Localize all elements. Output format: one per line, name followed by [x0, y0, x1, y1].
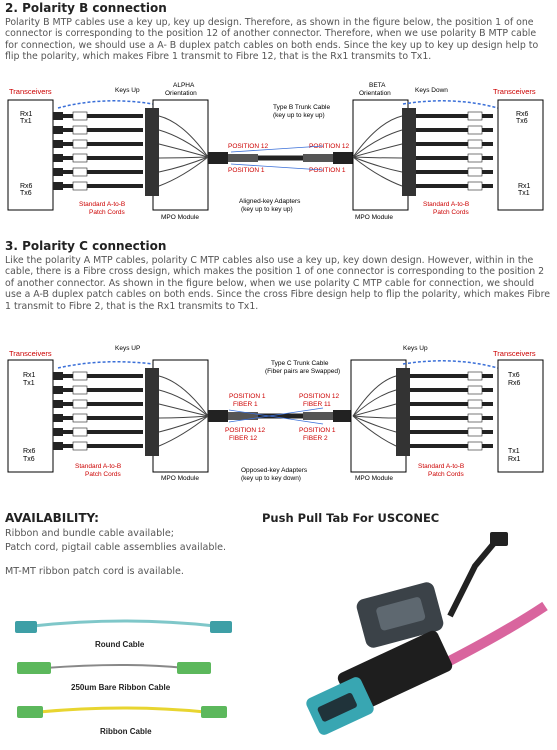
svg-text:Tx1: Tx1: [518, 190, 530, 197]
svg-text:FIBER 2: FIBER 2: [303, 435, 328, 442]
svg-text:Aligned-key Adapters: Aligned-key Adapters: [239, 198, 301, 205]
svg-text:FIBER 11: FIBER 11: [303, 401, 331, 408]
availability-line: Patch cord, pigtail cable assemblies ava…: [5, 542, 227, 553]
svg-text:Keys UP: Keys UP: [115, 345, 140, 352]
svg-text:POSITION 1: POSITION 1: [228, 167, 265, 174]
svg-text:ALPHA: ALPHA: [173, 82, 195, 89]
svg-text:Transceivers: Transceivers: [493, 349, 536, 358]
svg-text:Rx1: Rx1: [508, 456, 521, 463]
svg-text:Tx6: Tx6: [20, 190, 32, 197]
svg-text:(Fiber pairs are Swapped): (Fiber pairs are Swapped): [265, 368, 340, 375]
svg-text:Tx1: Tx1: [508, 448, 520, 455]
section-title-polarity-c: 3. Polarity C connection: [5, 239, 167, 253]
svg-text:Standard A-to-B: Standard A-to-B: [418, 463, 464, 470]
svg-text:Tx6: Tx6: [516, 118, 528, 125]
svg-text:Type B Trunk Cable: Type B Trunk Cable: [273, 104, 330, 111]
transceivers-left-label: Transceivers: [9, 87, 52, 96]
svg-text:Rx6: Rx6: [20, 183, 33, 190]
polarity-b-diagram: Transceivers Rx1 Tx1 Rx6 Tx6 Keys Up ALP…: [7, 82, 544, 221]
svg-text:POSITION 12: POSITION 12: [228, 143, 268, 150]
svg-text:MPO Module: MPO Module: [161, 214, 199, 221]
svg-text:Rx6: Rx6: [516, 111, 529, 118]
svg-text:Standard A-to-B: Standard A-to-B: [423, 201, 469, 208]
svg-text:Type C Trunk Cable: Type C Trunk Cable: [271, 360, 329, 367]
svg-text:Tx1: Tx1: [23, 380, 35, 387]
cable-label-round: Round Cable: [95, 640, 145, 649]
svg-text:Transceivers: Transceivers: [9, 349, 52, 358]
svg-text:(key up to key down): (key up to key down): [241, 475, 301, 482]
svg-text:Keys Up: Keys Up: [403, 345, 428, 352]
svg-text:BETA: BETA: [369, 82, 386, 89]
svg-text:Tx6: Tx6: [23, 456, 35, 463]
svg-text:POSITION 12: POSITION 12: [299, 393, 339, 400]
svg-text:MPO Module: MPO Module: [355, 475, 393, 482]
svg-text:(key up to key up): (key up to key up): [241, 206, 293, 213]
svg-text:Patch Cords: Patch Cords: [428, 471, 465, 478]
svg-text:POSITION 1: POSITION 1: [309, 167, 346, 174]
svg-text:POSITION 12: POSITION 12: [225, 427, 265, 434]
availability-line: Ribbon and bundle cable available;: [5, 528, 174, 539]
svg-text:Keys Up: Keys Up: [115, 87, 140, 94]
svg-text:Keys Down: Keys Down: [415, 87, 448, 94]
section-paragraph-polarity-b: Polarity B MTP cables use a key up, key …: [5, 17, 539, 63]
polarity-c-diagram: Transceivers Rx1 Tx1 Rx6 Tx6 Keys UP Typ…: [7, 345, 544, 482]
svg-text:Patch Cords: Patch Cords: [89, 209, 126, 216]
section-title-polarity-b: 2. Polarity B connection: [5, 1, 167, 15]
availability-line: MT-MT ribbon patch cord is available.: [5, 566, 184, 577]
svg-text:Orientation: Orientation: [359, 90, 391, 97]
push-pull-title: Push Pull Tab For USCONEC: [262, 511, 440, 525]
svg-text:Standard A-to-B: Standard A-to-B: [75, 463, 121, 470]
svg-text:Rx1: Rx1: [20, 111, 33, 118]
cable-label-bare-ribbon: 250um Bare Ribbon Cable: [71, 683, 171, 692]
svg-text:Opposed-key Adapters: Opposed-key Adapters: [241, 467, 308, 474]
svg-text:Orientation: Orientation: [165, 90, 197, 97]
svg-text:MPO Module: MPO Module: [355, 214, 393, 221]
section-paragraph-polarity-c: Like the polarity A MTP cables, polarity…: [5, 255, 551, 312]
availability-title: AVAILABILITY:: [5, 511, 99, 525]
svg-text:Tx1: Tx1: [20, 118, 32, 125]
svg-text:(key up to key up): (key up to key up): [273, 112, 325, 119]
svg-text:Rx6: Rx6: [23, 448, 36, 455]
svg-text:Patch Cords: Patch Cords: [85, 471, 122, 478]
svg-text:Rx1: Rx1: [23, 372, 36, 379]
cable-samples-illustration: Round Cable 250um Bare Ribbon Cable Ribb…: [15, 619, 232, 736]
svg-text:POSITION 1: POSITION 1: [229, 393, 266, 400]
svg-text:Standard A-to-B: Standard A-to-B: [79, 201, 125, 208]
svg-text:MPO Module: MPO Module: [161, 475, 199, 482]
svg-text:POSITION 12: POSITION 12: [309, 143, 349, 150]
svg-text:Patch Cords: Patch Cords: [433, 209, 470, 216]
push-pull-tab-illustration: [306, 532, 548, 735]
svg-text:FIBER 1: FIBER 1: [233, 401, 258, 408]
svg-text:Tx6: Tx6: [508, 372, 520, 379]
svg-text:Rx1: Rx1: [518, 183, 531, 190]
transceivers-right-label: Transceivers: [493, 87, 536, 96]
cable-label-ribbon: Ribbon Cable: [100, 727, 152, 736]
svg-text:Rx6: Rx6: [508, 380, 521, 387]
svg-text:FIBER 12: FIBER 12: [229, 435, 258, 442]
svg-text:POSITION 1: POSITION 1: [299, 427, 336, 434]
